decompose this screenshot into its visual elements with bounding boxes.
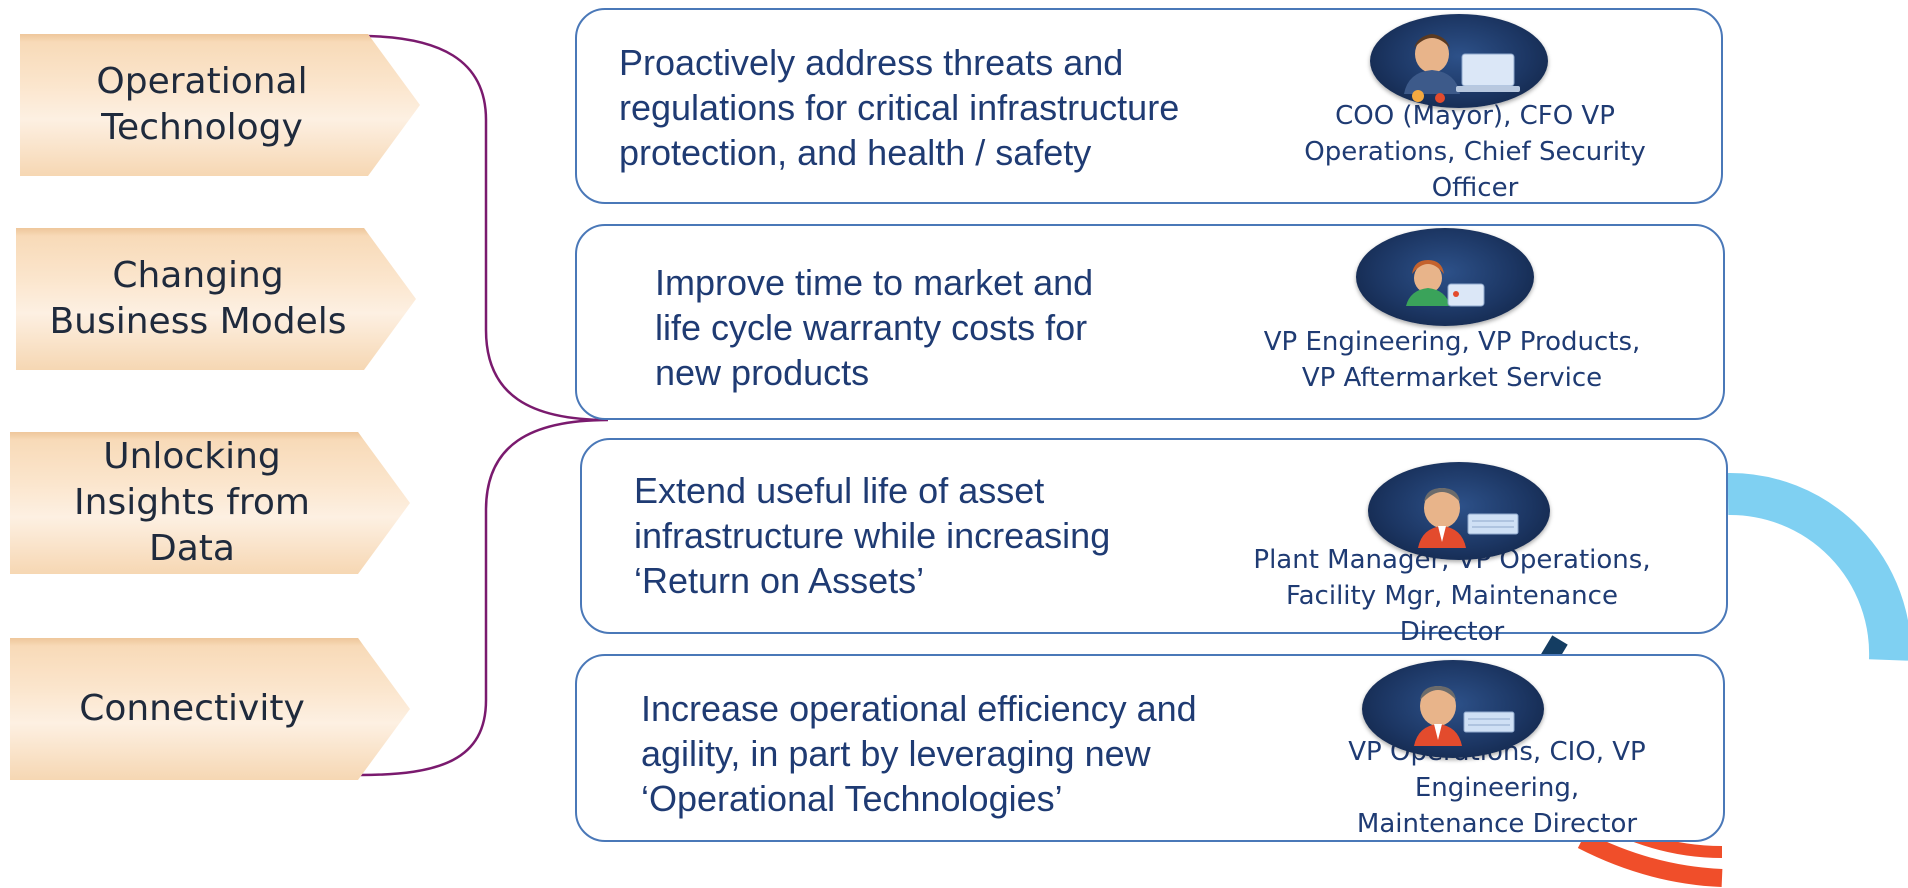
panel-time-to-market: Improve time to market and life cycle wa… (575, 224, 1725, 420)
manager-with-keyboard-icon (1368, 462, 1550, 560)
engineer-with-monitor-icon (1356, 228, 1534, 326)
panel-asset-life: Extend useful life of asset infrastructu… (580, 438, 1728, 647)
category-changing-business-models: Changing Business Models (16, 228, 416, 370)
panel-text: Extend useful life of asset infrastructu… (634, 470, 1111, 601)
blue-arc-decoration (1727, 472, 1908, 661)
category-label: Operational Technology (96, 61, 308, 148)
category-label: Connectivity (79, 688, 305, 729)
bracket-line (359, 34, 609, 777)
category-connectivity: Connectivity (10, 638, 410, 780)
panel-text: Proactively address threats and regulati… (619, 42, 1180, 173)
executive-at-laptop-icon (1370, 14, 1548, 108)
category-label: Unlocking Insights from Data (74, 436, 310, 569)
red-arc-decoration (1577, 831, 1723, 887)
category-operational-technology: Operational Technology (20, 34, 420, 176)
category-label: Changing Business Models (49, 255, 347, 342)
panel-text: Improve time to market and life cycle wa… (655, 262, 1094, 393)
category-unlocking-insights: Unlocking Insights from Data (10, 432, 410, 574)
panel-roles: VP Engineering, VP Products, VP Aftermar… (1263, 327, 1641, 393)
panel-roles: COO (Mayor), CFO VP Operations, Chief Se… (1304, 101, 1646, 203)
panel-threats: Proactively address threats and regulati… (575, 8, 1723, 204)
panel-operational-efficiency: Increase operational efficiency and agil… (575, 654, 1725, 842)
panel-text: Increase operational efficiency and agil… (641, 688, 1197, 819)
operator-with-keyboard-icon (1362, 660, 1544, 758)
